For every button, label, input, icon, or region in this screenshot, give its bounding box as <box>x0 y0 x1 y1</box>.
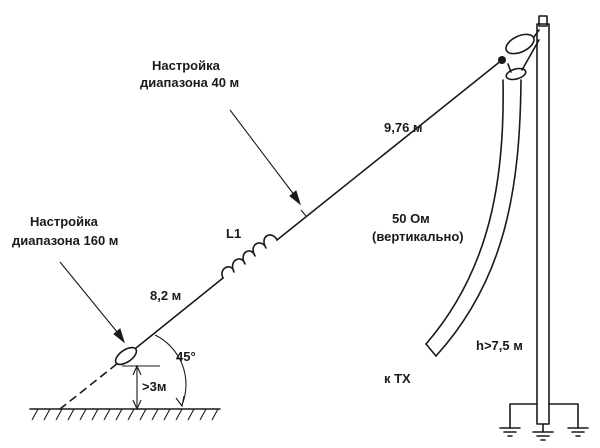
tune-160-label-line2: диапазона 160 м <box>12 233 118 248</box>
coax-cable <box>425 79 522 357</box>
lower-insulator <box>114 346 138 366</box>
ground <box>29 408 221 421</box>
wire-upper-segment <box>276 59 503 241</box>
tune-40-tick <box>300 209 307 217</box>
feed-point <box>498 56 506 64</box>
coax-impedance-label: 50 Ом <box>392 211 430 226</box>
ground-connections <box>499 403 589 441</box>
inductor-l1-coil <box>221 234 278 279</box>
wire-extension-dashed <box>59 362 119 410</box>
tune-40-label-line2: диапазона 40 м <box>140 75 239 90</box>
tune-160-arrow <box>59 261 125 344</box>
lower-length-label: 8,2 м <box>150 288 181 303</box>
mast-height-label: h>7,5 м <box>476 338 523 353</box>
angle-label: 45° <box>176 349 196 364</box>
ground-clearance-label: >3м <box>142 379 166 394</box>
clearance-dimension <box>122 364 160 411</box>
upper-length-label: 9,76 м <box>384 120 423 135</box>
mast <box>536 15 550 425</box>
tune-160-label-line1: Настройка <box>30 214 99 229</box>
angle-arc <box>154 334 187 408</box>
tx-label: к ТХ <box>384 371 411 386</box>
tune-40-arrow <box>229 109 301 206</box>
inductor-label: L1 <box>226 226 241 241</box>
coax-orientation-label: (вертикально) <box>372 229 464 244</box>
tune-40-label-line1: Настройка <box>152 58 221 73</box>
wire-lower-segment <box>135 277 224 349</box>
coax-top-connector <box>505 39 540 81</box>
